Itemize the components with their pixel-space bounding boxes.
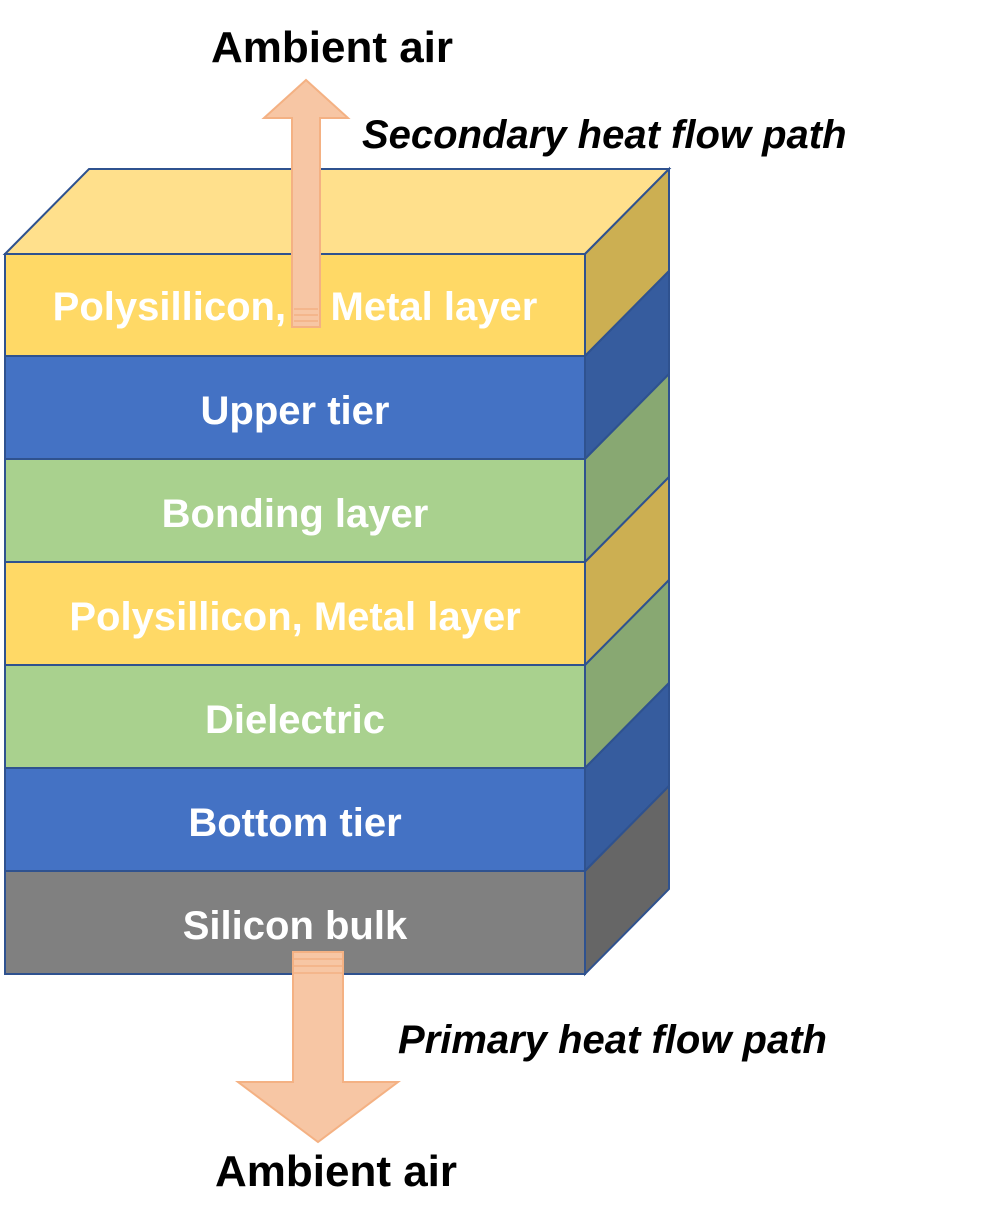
ambient-air-top-label: Ambient air [211, 23, 453, 72]
layer-label-bottom-tier: Bottom tier [188, 801, 401, 845]
layer-bonding [4, 458, 586, 563]
layer-label-upper-tier: Upper tier [201, 389, 390, 433]
primary-heat-flow-label: Primary heat flow path [398, 1018, 827, 1062]
layer-label-dielectric: Dielectric [205, 698, 385, 742]
layer-bottom-tier [4, 767, 586, 872]
secondary-heat-flow-arrow [261, 78, 351, 328]
secondary-arrow-shape [261, 78, 351, 328]
layer-dielectric [4, 664, 586, 769]
secondary-heat-flow-label: Secondary heat flow path [362, 113, 847, 157]
primary-heat-flow-arrow [235, 951, 401, 1144]
ambient-air-bottom-label: Ambient air [215, 1147, 457, 1196]
top-face [2, 168, 672, 255]
primary-arrow-shape [235, 951, 401, 1144]
layer-label-polysilicon-metal: Polysillicon, Metal layer [69, 595, 520, 639]
layer-label-bonding: Bonding layer [162, 492, 429, 536]
layer-polysilicon-metal [4, 561, 586, 666]
layer-label-silicon-bulk: Silicon bulk [183, 904, 408, 948]
layer-upper-tier [4, 355, 586, 460]
